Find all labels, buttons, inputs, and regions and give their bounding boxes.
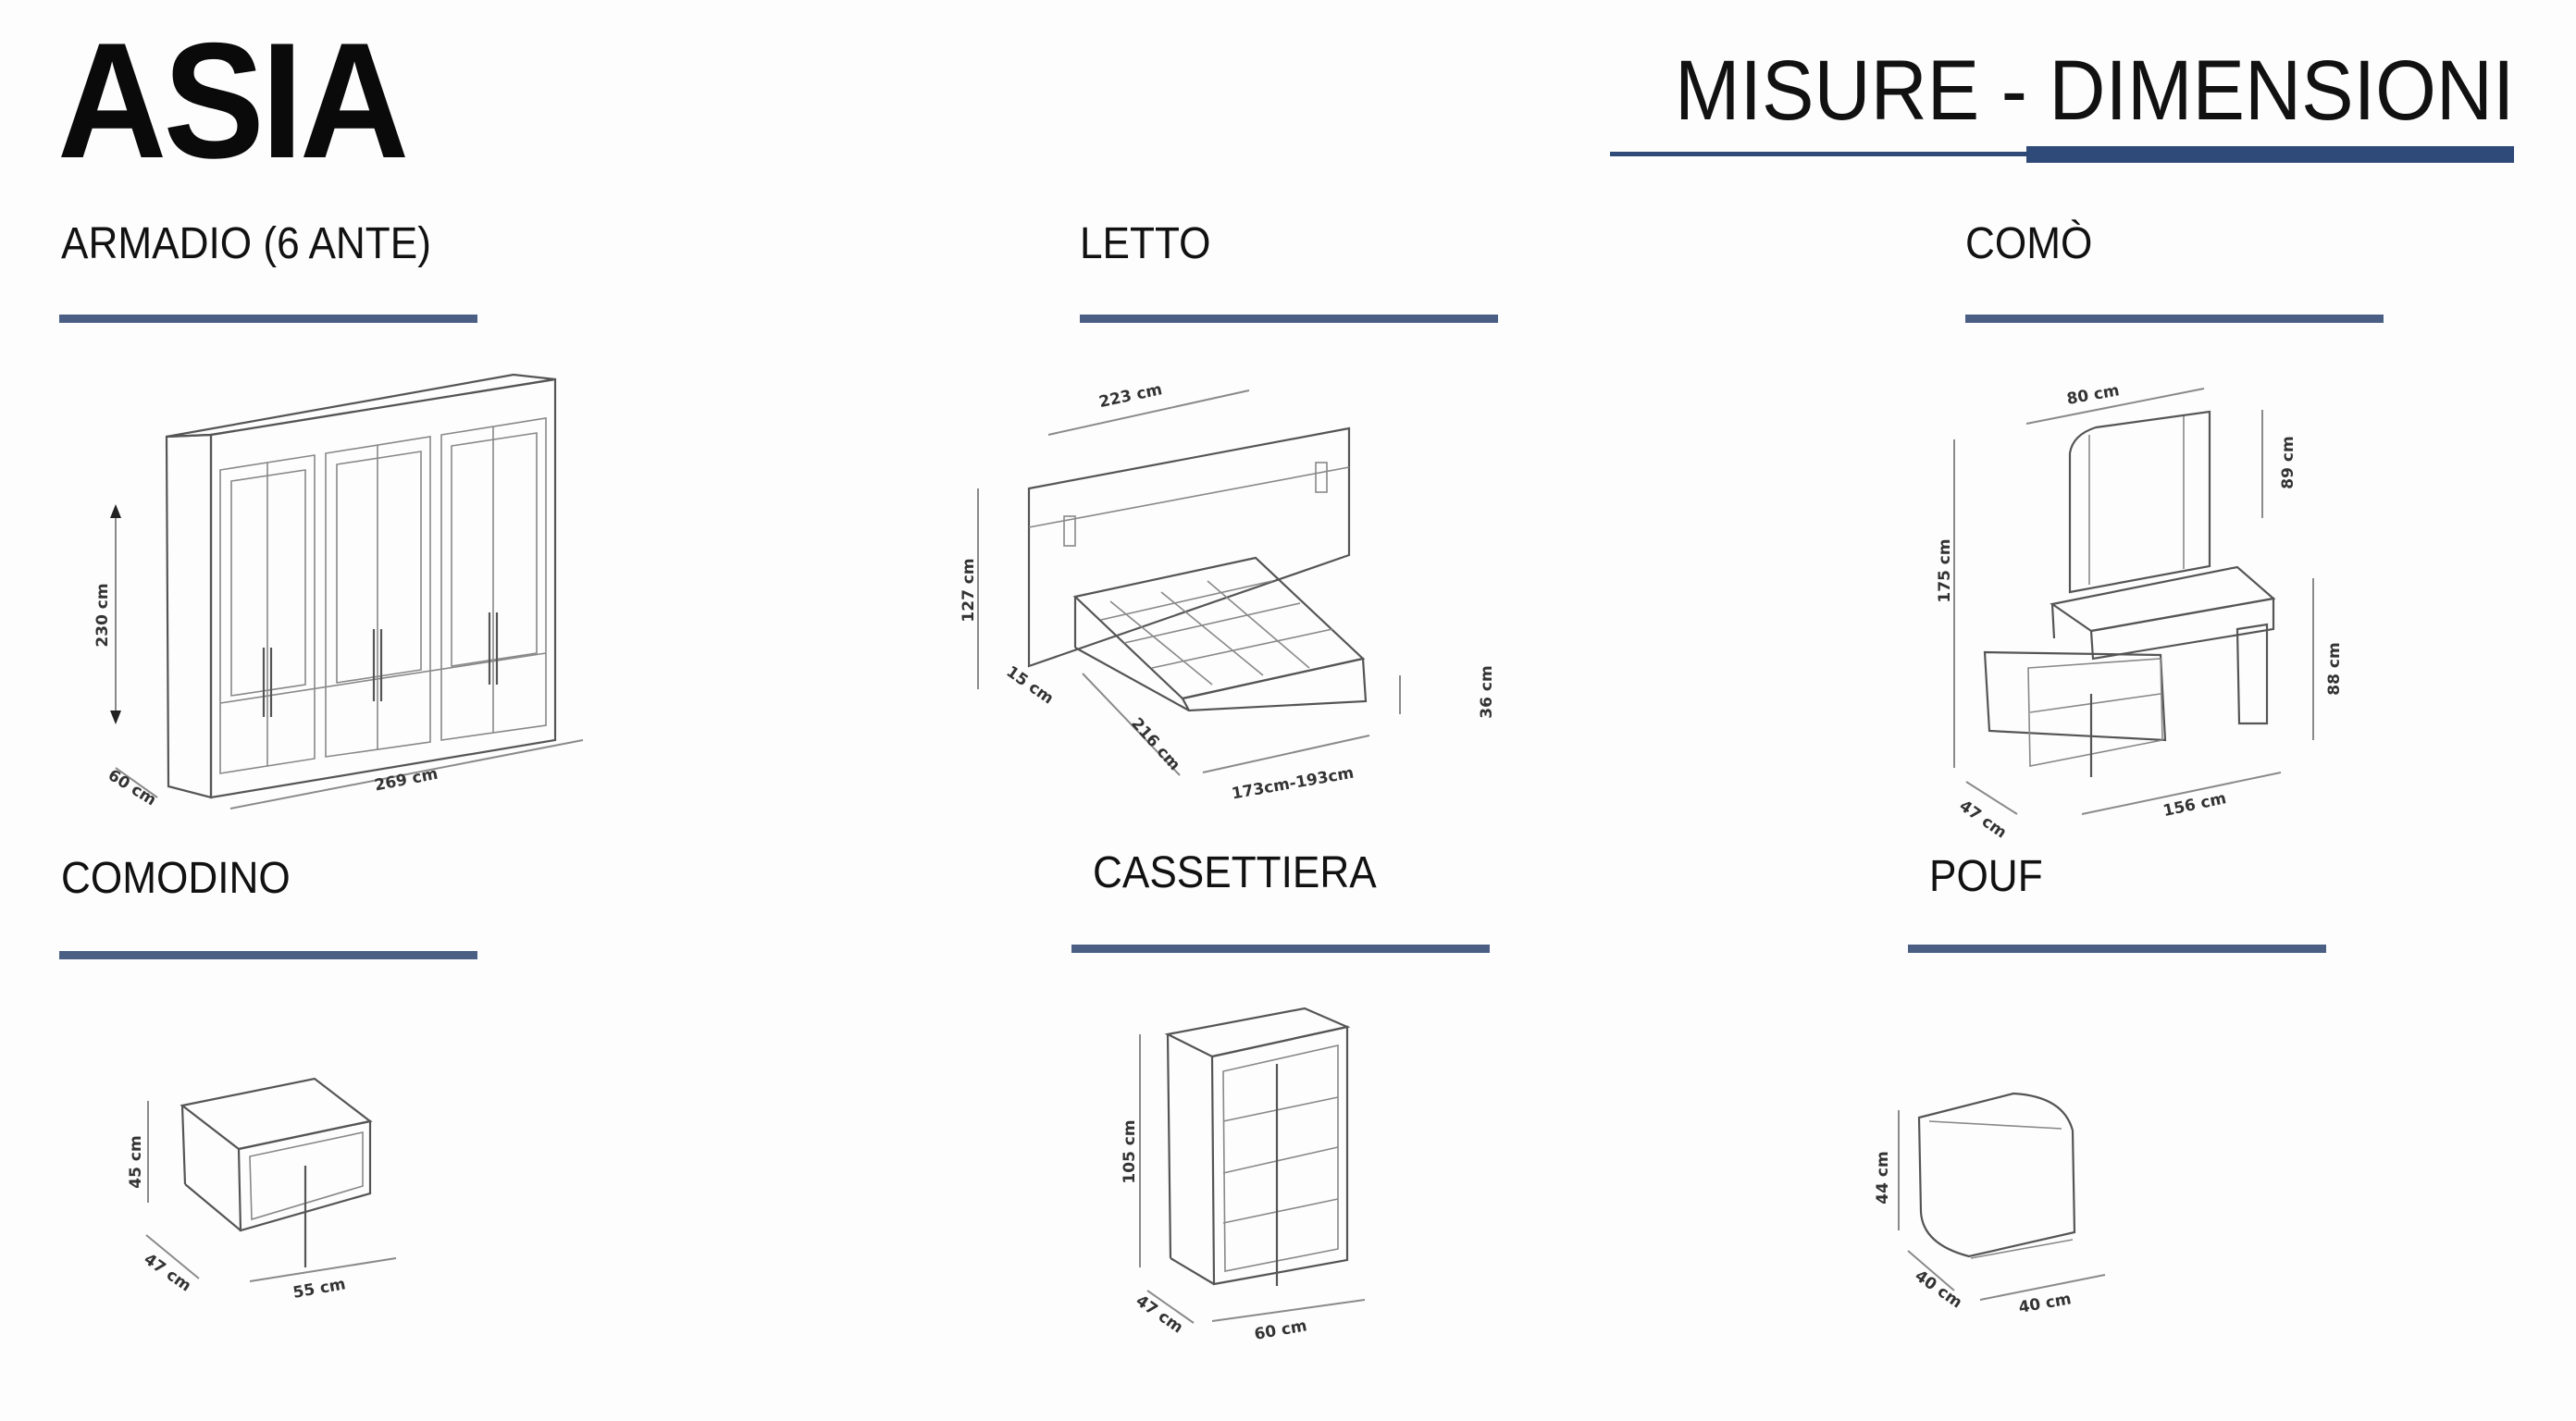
nightstand-width-label: 55 cm — [291, 1275, 347, 1303]
bed-width-label: 223 cm — [1097, 380, 1164, 412]
chest-height-label: 105 cm — [1121, 1119, 1139, 1183]
wardrobe-depth-label: 60 cm — [105, 766, 159, 809]
como-total-height-label: 175 cm — [1936, 538, 1954, 602]
section-divider — [1071, 945, 1490, 953]
section-title-cassettiera: CASSETTIERA — [1093, 848, 1377, 897]
section-title-letto: LETTO — [1080, 219, 1211, 268]
section-title-armadio: ARMADIO (6 ANTE) — [61, 219, 431, 268]
section-divider — [59, 951, 477, 959]
bed-frame-height-label: 36 cm — [1478, 665, 1496, 718]
section-title-comodino: COMODINO — [61, 854, 291, 903]
chest-drawing: 105 cm 47 cm 60 cm — [1121, 1007, 1366, 1344]
pouf-drawing: 44 cm 40 cm 40 cm — [1874, 1092, 2106, 1317]
page-title: MISURE - DIMENSIONI — [1675, 43, 2515, 138]
bed-height-label: 127 cm — [960, 558, 978, 622]
pouf-width-label: 40 cm — [2017, 1290, 2073, 1317]
pouf-height-label: 44 cm — [1874, 1151, 1892, 1204]
section-title-como: COMÒ — [1965, 219, 2093, 268]
mirror-width-label: 80 cm — [2065, 381, 2121, 409]
wardrobe-drawing: 230 cm 269 cm 60 cm — [93, 373, 584, 809]
section-divider — [1965, 315, 2384, 323]
section-divider — [1908, 945, 2326, 953]
headboard-depth-label: 15 cm — [1003, 662, 1057, 708]
section-divider — [1080, 315, 1498, 323]
wardrobe-height-label: 230 cm — [93, 583, 112, 647]
bed-frame-width-label: 173cm-193cm — [1231, 764, 1356, 804]
chest-width-label: 60 cm — [1253, 1316, 1308, 1344]
bed-drawing: 223 cm 127 cm 15 cm 216 cm 173cm-193cm 3… — [960, 380, 1496, 803]
title-underline-accent — [2026, 146, 2514, 163]
nightstand-height-label: 45 cm — [127, 1135, 145, 1188]
bed-length-label: 216 cm — [1127, 714, 1183, 774]
mirror-height-label: 89 cm — [2279, 436, 2297, 488]
section-title-pouf: POUF — [1929, 852, 2043, 901]
nightstand-depth-label: 47 cm — [141, 1250, 194, 1295]
como-width-label: 156 cm — [2161, 789, 2228, 821]
nightstand-drawing: 45 cm 47 cm 55 cm — [127, 1077, 397, 1303]
pouf-depth-label: 40 cm — [1912, 1267, 1965, 1312]
brand-logo: ASIA — [57, 8, 409, 192]
como-drawing: 80 cm 89 cm 175 cm 88 cm 156 cm 47 cm — [1936, 381, 2344, 842]
section-divider — [59, 315, 477, 323]
como-height-label: 88 cm — [2325, 642, 2344, 695]
